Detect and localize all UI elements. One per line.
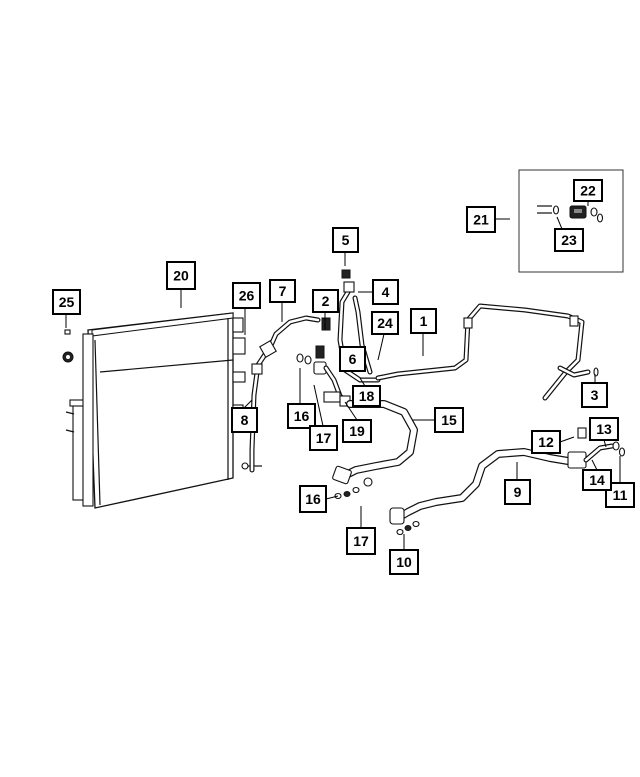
svg-text:22: 22: [580, 183, 596, 199]
callout-10: 10: [389, 549, 419, 575]
inset-box: [518, 169, 624, 273]
svg-text:19: 19: [349, 423, 365, 439]
svg-text:16: 16: [294, 408, 310, 424]
svg-text:13: 13: [596, 421, 612, 437]
svg-text:5: 5: [342, 232, 350, 248]
callouts: 1 2 3 4 5 6 7 8: [52, 179, 635, 575]
callout-3: 3: [581, 382, 608, 408]
callout-12: 12: [531, 430, 561, 454]
condenser: [65, 312, 262, 509]
callout-1: 1: [410, 308, 437, 334]
callout-2: 2: [312, 289, 339, 313]
svg-text:17: 17: [353, 533, 369, 549]
callout-19: 19: [342, 419, 372, 443]
svg-text:16: 16: [305, 491, 321, 507]
callout-4: 4: [372, 279, 399, 305]
svg-text:17: 17: [316, 430, 332, 446]
svg-text:26: 26: [239, 288, 255, 304]
svg-text:11: 11: [613, 487, 628, 503]
svg-text:10: 10: [396, 554, 412, 570]
svg-text:25: 25: [59, 294, 75, 310]
callout-18: 18: [352, 385, 381, 407]
callout-17-lower: 17: [346, 527, 376, 555]
svg-text:6: 6: [349, 351, 357, 367]
inset-parts: [537, 205, 604, 223]
o-rings: [334, 441, 626, 536]
callout-6: 6: [339, 346, 366, 372]
svg-text:20: 20: [173, 268, 189, 284]
callout-8: 8: [231, 407, 258, 433]
callout-24: 24: [371, 311, 399, 335]
callout-15: 15: [434, 407, 464, 433]
line-1: [375, 303, 599, 401]
callout-7: 7: [269, 279, 296, 303]
svg-text:8: 8: [241, 412, 249, 428]
callout-23: 23: [554, 228, 584, 252]
svg-text:14: 14: [589, 472, 605, 488]
hose-15: [332, 400, 418, 487]
svg-text:1: 1: [420, 313, 428, 329]
svg-text:24: 24: [377, 315, 393, 331]
svg-text:9: 9: [514, 484, 522, 500]
callout-21: 21: [466, 206, 496, 233]
svg-text:4: 4: [382, 284, 390, 300]
svg-text:3: 3: [591, 387, 599, 403]
callout-13: 13: [589, 417, 619, 441]
svg-text:18: 18: [359, 388, 375, 404]
line-7: [251, 315, 321, 375]
callout-5: 5: [332, 227, 359, 253]
svg-text:12: 12: [538, 434, 554, 450]
svg-text:23: 23: [561, 232, 577, 248]
callout-25: 25: [52, 289, 81, 315]
svg-text:21: 21: [473, 212, 489, 228]
callout-16-upper: 16: [287, 403, 316, 429]
callout-22: 22: [573, 179, 603, 202]
svg-text:7: 7: [279, 283, 287, 299]
svg-text:2: 2: [322, 293, 330, 309]
callout-9: 9: [504, 479, 531, 505]
callout-17-upper: 17: [309, 425, 338, 451]
svg-text:15: 15: [441, 412, 457, 428]
callout-26: 26: [232, 282, 261, 309]
fastener-25: [62, 329, 74, 363]
callout-20: 20: [166, 261, 196, 290]
callout-14: 14: [582, 469, 612, 491]
line-8: [249, 347, 271, 473]
callout-16-lower: 16: [299, 485, 327, 513]
hose-9: [389, 427, 615, 525]
fittings-cluster: [296, 317, 351, 407]
